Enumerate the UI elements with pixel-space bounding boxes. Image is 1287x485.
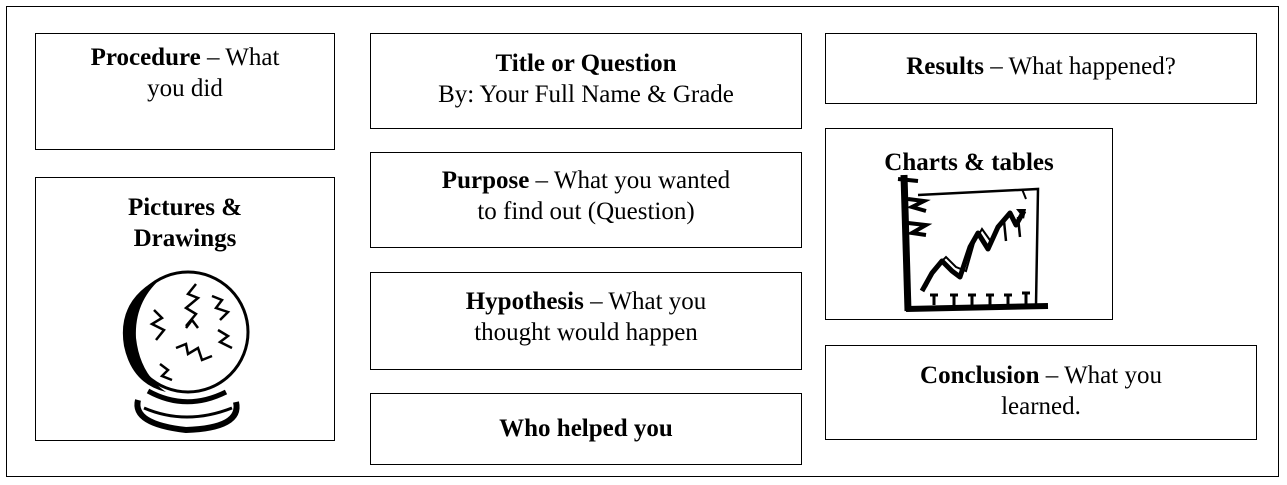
purpose-box: Purpose – What you wanted to find out (Q…: [370, 152, 802, 248]
purpose-text: – What you wanted: [529, 167, 731, 194]
pictures-heading-line-2: Drawings: [36, 223, 334, 254]
results-line: Results – What happened?: [826, 51, 1256, 82]
pictures-heading-1: Pictures &: [127, 194, 243, 221]
title-byline: By: Your Full Name & Grade: [438, 81, 734, 108]
conclusion-heading: Conclusion: [920, 362, 1040, 389]
who-helped-line: Who helped you: [371, 413, 801, 444]
title-heading-line: Title or Question: [371, 48, 801, 79]
procedure-heading: Procedure: [90, 44, 201, 71]
purpose-line-2: to find out (Question): [477, 198, 695, 225]
title-box: Title or Question By: Your Full Name & G…: [370, 33, 802, 129]
procedure-line-2: you did: [147, 75, 223, 102]
hypothesis-line-1: Hypothesis – What you: [371, 286, 801, 317]
pictures-heading-line-1: Pictures &: [36, 192, 334, 223]
charts-heading-line: Charts & tables: [826, 147, 1112, 178]
poster-frame: [6, 6, 1279, 477]
hypothesis-line-2: thought would happen: [474, 319, 698, 346]
procedure-box: Procedure – What you did: [35, 33, 335, 150]
hypothesis-box: Hypothesis – What you thought would happ…: [370, 272, 802, 370]
charts-heading: Charts & tables: [884, 149, 1054, 176]
results-heading: Results: [906, 53, 984, 80]
line-chart-icon: [897, 174, 1049, 312]
pictures-heading-2: Drawings: [133, 225, 237, 252]
results-text: – What happened?: [983, 53, 1176, 80]
hypothesis-heading: Hypothesis: [465, 288, 584, 315]
who-helped-heading: Who helped you: [499, 415, 673, 442]
conclusion-line-2: learned.: [1001, 393, 1081, 420]
conclusion-text: – What you: [1039, 362, 1162, 389]
conclusion-box: Conclusion – What you learned.: [825, 345, 1257, 440]
procedure-text: – What: [200, 44, 280, 71]
results-box: Results – What happened?: [825, 33, 1257, 104]
hypothesis-text: – What you: [583, 288, 707, 315]
title-heading: Title or Question: [495, 50, 677, 77]
who-helped-box: Who helped you: [370, 393, 802, 465]
purpose-line-1: Purpose – What you wanted: [371, 165, 801, 196]
crystal-ball-icon: [122, 270, 250, 434]
pictures-box: Pictures & Drawings: [35, 177, 335, 441]
charts-box: Charts & tables: [825, 128, 1113, 320]
purpose-heading: Purpose: [441, 167, 530, 194]
procedure-line-1: Procedure – What: [36, 42, 334, 73]
conclusion-line-1: Conclusion – What you: [826, 360, 1256, 391]
